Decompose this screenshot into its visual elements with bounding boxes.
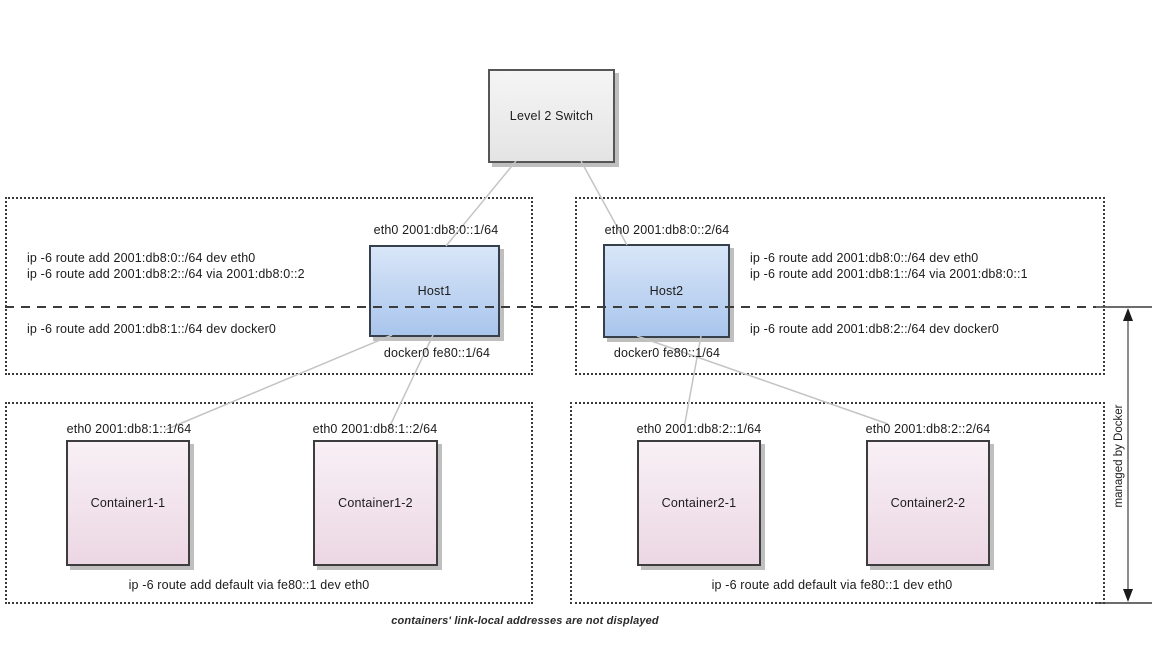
container2-1-node: Container2-1 [637, 440, 761, 566]
host2-routes-above: ip -6 route add 2001:db8:0::/64 dev eth0… [750, 250, 1028, 282]
containers2-default-route-label: ip -6 route add default via fe80::1 dev … [711, 578, 953, 592]
container2-1-eth0-label: eth0 2001:db8:2::1/64 [636, 422, 762, 436]
host2-route-via: ip -6 route add 2001:db8:1::/64 via 2001… [750, 267, 1028, 281]
managed-by-docker-label: managed by Docker [1113, 404, 1125, 508]
host1-route-via: ip -6 route add 2001:db8:2::/64 via 2001… [27, 267, 305, 281]
container1-2-node: Container1-2 [313, 440, 438, 566]
diagram-caption: containers' link-local addresses are not… [391, 615, 659, 627]
container2-2-label: Container2-2 [890, 496, 966, 510]
host1-route-docker0: ip -6 route add 2001:db8:1::/64 dev dock… [27, 322, 276, 336]
level2-switch-label: Level 2 Switch [509, 109, 594, 123]
host1-label: Host1 [417, 284, 452, 298]
container1-1-eth0-label: eth0 2001:db8:1::1/64 [66, 422, 192, 436]
host1-node: Host1 [369, 245, 500, 337]
containers1-default-route-label: ip -6 route add default via fe80::1 dev … [128, 578, 370, 592]
host1-routes-above: ip -6 route add 2001:db8:0::/64 dev eth0… [27, 250, 305, 282]
host1-eth0-label: eth0 2001:db8:0::1/64 [373, 223, 499, 237]
container2-1-label: Container2-1 [661, 496, 737, 510]
level2-switch-node: Level 2 Switch [488, 69, 615, 163]
container1-1-node: Container1-1 [66, 440, 190, 566]
arrow-down-head-icon [1123, 589, 1133, 602]
container1-1-label: Container1-1 [90, 496, 166, 510]
host2-eth0-label: eth0 2001:db8:0::2/64 [604, 223, 730, 237]
container2-2-node: Container2-2 [866, 440, 990, 566]
host2-route-docker0: ip -6 route add 2001:db8:2::/64 dev dock… [750, 322, 999, 336]
container2-2-eth0-label: eth0 2001:db8:2::2/64 [865, 422, 991, 436]
host2-route-eth: ip -6 route add 2001:db8:0::/64 dev eth0 [750, 251, 979, 265]
arrow-up-head-icon [1123, 308, 1133, 321]
container1-2-eth0-label: eth0 2001:db8:1::2/64 [312, 422, 438, 436]
host2-label: Host2 [649, 284, 684, 298]
host2-node: Host2 [603, 244, 730, 338]
container1-2-label: Container1-2 [338, 496, 413, 510]
host1-route-eth: ip -6 route add 2001:db8:0::/64 dev eth0 [27, 251, 256, 265]
host2-docker0-label: docker0 fe80::1/64 [613, 346, 721, 360]
host1-docker0-label: docker0 fe80::1/64 [383, 346, 491, 360]
